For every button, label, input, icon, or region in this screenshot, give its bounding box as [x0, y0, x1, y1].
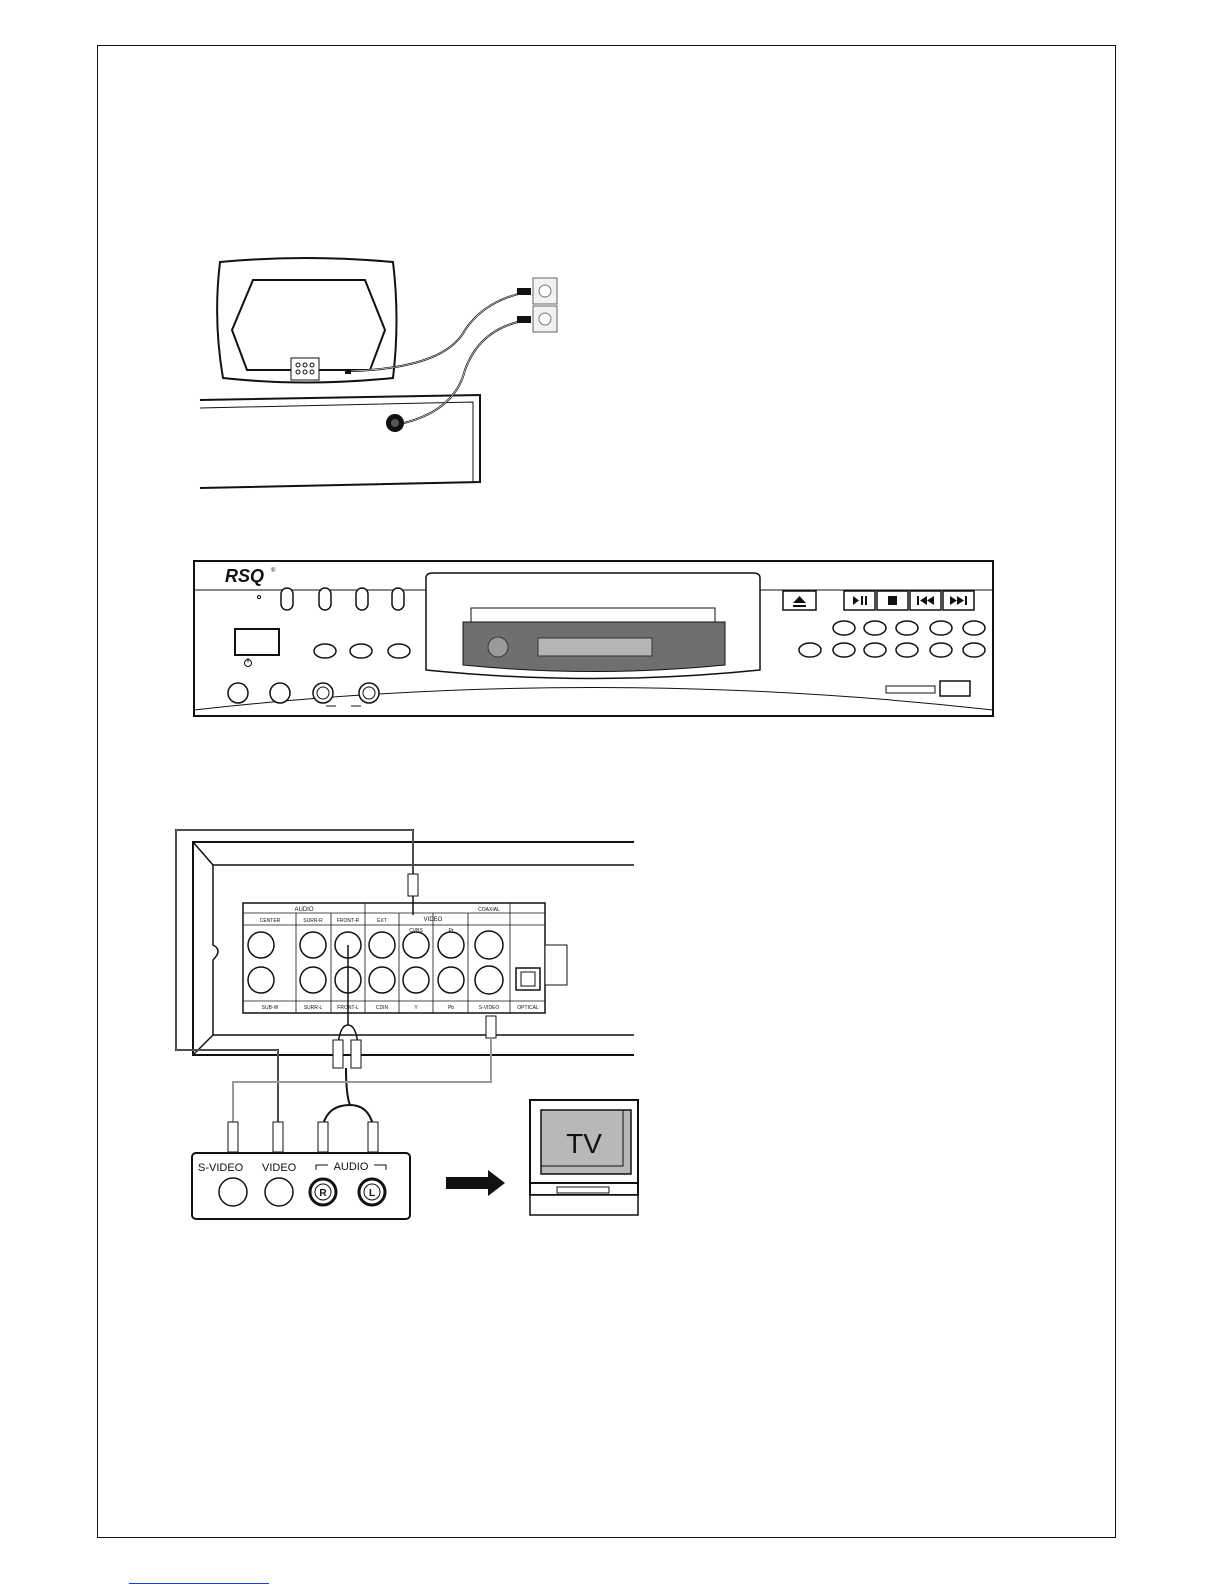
disc-slot — [471, 608, 715, 622]
front-panel-diagram: RSQ ® — [193, 560, 994, 718]
label-surr-r: SURR-R — [303, 918, 323, 924]
knob[interactable] — [270, 683, 290, 703]
brand-trademark: ® — [271, 567, 276, 574]
plug-audio-l — [368, 1122, 378, 1152]
jack-cdin — [369, 967, 395, 993]
jack-s-video — [475, 966, 503, 994]
tv-input-video-label: VIDEO — [262, 1162, 297, 1174]
knob[interactable] — [228, 683, 248, 703]
label-cdin: CDIN — [376, 1005, 389, 1011]
label-pb: Pb — [448, 1005, 454, 1011]
card-slot — [886, 686, 935, 693]
keypad-button[interactable] — [833, 643, 855, 657]
display-readout — [538, 638, 652, 656]
label-front-r: FRONT-R — [337, 918, 360, 924]
keypad-button[interactable] — [930, 643, 952, 657]
display-indicator — [488, 637, 508, 657]
usb-port — [940, 681, 970, 696]
panel-button[interactable] — [281, 588, 293, 610]
jack-surr-r — [300, 932, 326, 958]
plug-s-video — [228, 1122, 238, 1152]
audio-cable — [323, 1068, 373, 1125]
label-video-group: VIDEO — [424, 917, 443, 923]
tv-connection-diagram: AUDIO VIDEO COAXIAL CENTER SURR-R FRONT-… — [168, 820, 648, 1230]
stop-icon — [888, 596, 897, 605]
tv-input-l-label: L — [369, 1188, 375, 1199]
jack-pr — [438, 932, 464, 958]
jack-center — [248, 932, 274, 958]
plug-audio-r — [318, 1122, 328, 1152]
label-optical: OPTICAL — [517, 1005, 539, 1011]
play-pause-button[interactable] — [844, 591, 875, 610]
keypad-button[interactable] — [896, 643, 918, 657]
panel-button[interactable] — [314, 644, 336, 658]
keypad-button[interactable] — [963, 621, 985, 635]
tv-input-svideo-jack — [219, 1178, 247, 1206]
jack-pb — [438, 967, 464, 993]
tv-input-audio-label: AUDIO — [334, 1161, 369, 1173]
jack-ext — [369, 932, 395, 958]
audio-plug-right — [351, 1040, 361, 1068]
video-plug — [408, 874, 418, 896]
keypad-button[interactable] — [896, 621, 918, 635]
label-sub-w: SUB-W — [262, 1005, 279, 1011]
panel-button[interactable] — [350, 644, 372, 658]
tv-input-video-jack — [265, 1178, 293, 1206]
plug-video — [273, 1122, 283, 1152]
keypad-button[interactable] — [864, 621, 886, 635]
keypad-button[interactable] — [930, 621, 952, 635]
arrow-icon — [446, 1170, 505, 1196]
tv-input-r-label: R — [319, 1188, 327, 1199]
label-audio-group: AUDIO — [294, 907, 313, 913]
footer-rule — [129, 1583, 269, 1584]
panel-button[interactable] — [392, 588, 404, 610]
panel-button[interactable] — [319, 588, 331, 610]
power-connection-diagram — [195, 250, 575, 495]
keypad-button[interactable] — [833, 621, 855, 635]
jack-coaxial — [475, 931, 503, 959]
label-s-video: S-VIDEO — [479, 1005, 500, 1011]
mic-jack[interactable] — [359, 683, 379, 703]
mic-jack[interactable] — [313, 683, 333, 703]
brand-logo: RSQ — [225, 566, 264, 586]
jack-surr-l — [300, 967, 326, 993]
jack-panel — [243, 903, 545, 1013]
keypad-button[interactable] — [799, 643, 821, 657]
keypad-button[interactable] — [963, 643, 985, 657]
s-video-plug — [486, 1016, 496, 1038]
dvd-power-cord — [404, 320, 527, 423]
tv-input-svideo-label: S-VIDEO — [198, 1162, 244, 1174]
keypad-button[interactable] — [864, 643, 886, 657]
tv-power-socket — [345, 369, 351, 374]
label-ext: EXT — [377, 918, 387, 924]
power-switch[interactable] — [235, 629, 279, 655]
jack-cvbs — [403, 932, 429, 958]
label-center: CENTER — [260, 918, 281, 924]
label-coaxial-group: COAXIAL — [478, 907, 500, 913]
tv-terminal-block — [291, 358, 319, 380]
panel-button[interactable] — [388, 644, 410, 658]
label-surr-l: SURR-L — [304, 1005, 323, 1011]
tv-label: TV — [566, 1128, 602, 1159]
jack-sub-w — [248, 967, 274, 993]
audio-plug-left — [333, 1040, 343, 1068]
panel-button[interactable] — [356, 588, 368, 610]
jack-y — [403, 967, 429, 993]
